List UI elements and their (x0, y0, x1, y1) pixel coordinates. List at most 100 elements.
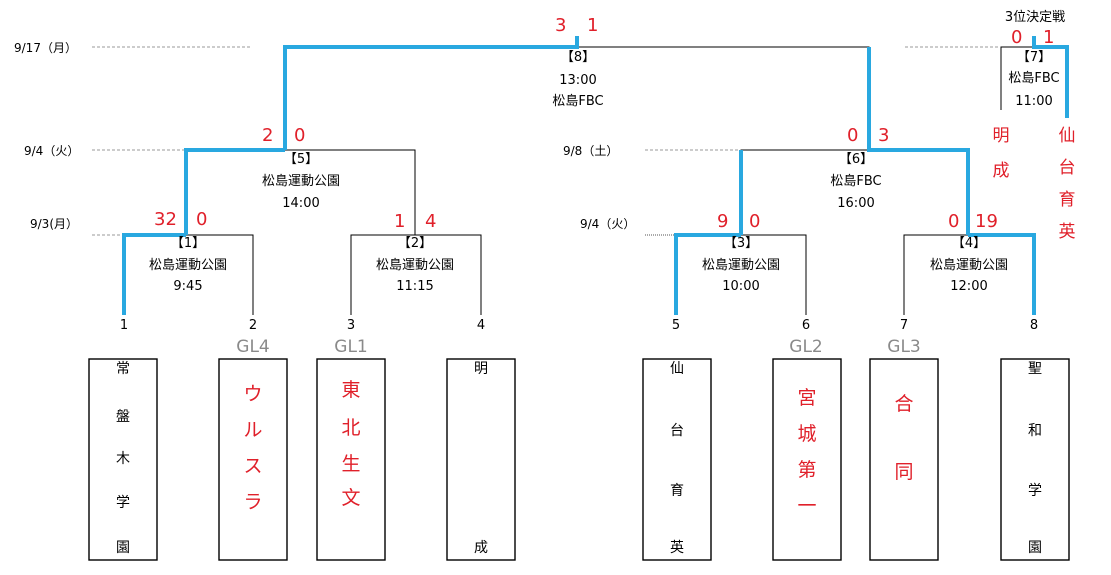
m4-score-b: 19 (975, 211, 998, 232)
date-label-0903: 9/3(月） (30, 217, 78, 231)
m7-venue: 松島FBC (1008, 71, 1060, 86)
team-char: 第 (797, 459, 817, 481)
slot-number-3: 3 (346, 318, 356, 333)
winner-path-m3 (674, 233, 741, 315)
slot-number-7: 7 (899, 318, 909, 333)
m3-score-a: 9 (717, 211, 729, 232)
third-right-char: 育 (1058, 190, 1076, 210)
slot-number-1: 1 (119, 318, 129, 333)
team-char: 一 (797, 495, 817, 517)
m2-score-b: 4 (425, 211, 437, 232)
team-char: ス (243, 455, 263, 477)
third-left-char: 明 (992, 126, 1010, 146)
m6-score-a: 0 (847, 125, 859, 146)
team-char: 常 (116, 361, 130, 377)
team-char: 北 (341, 417, 361, 439)
team-char: 仙 (670, 361, 684, 377)
team-char: 学 (1028, 483, 1042, 499)
team-char: ウ (243, 383, 263, 405)
team-char: 生 (341, 453, 361, 475)
m3-time: 10:00 (722, 279, 760, 294)
m1-time: 9:45 (173, 279, 203, 294)
team-char: 木 (116, 451, 130, 467)
m8-venue: 松島FBC (552, 94, 604, 109)
team-char: 城 (797, 423, 817, 445)
team-box-slot2: ウ ル ス ラ (219, 359, 287, 560)
team-char: ラ (243, 491, 263, 513)
m4-score-a: 0 (948, 211, 960, 232)
team-char: 和 (1028, 423, 1042, 439)
team-char: 成 (474, 540, 488, 556)
third-right-char: 仙 (1058, 126, 1076, 146)
m5-score-a: 2 (262, 125, 274, 146)
team-char: 合 (894, 393, 914, 415)
m8-time: 13:00 (559, 73, 597, 88)
winner-path-m6b (867, 47, 970, 235)
slot-number-5: 5 (671, 318, 681, 333)
m7-time: 11:00 (1015, 94, 1053, 109)
group-label-slot3: GL1 (334, 337, 368, 357)
team-char: 学 (116, 495, 130, 511)
group-label-slot6: GL2 (789, 337, 823, 357)
m7-score-a: 0 (1011, 27, 1023, 48)
team-box-slot1: 常 盤 木 学 園 (89, 359, 157, 560)
m7-score-b: 1 (1043, 27, 1055, 48)
m3-number: 【3】 (723, 236, 759, 251)
group-label-slot7: GL3 (887, 337, 921, 357)
third-right-char: 台 (1058, 158, 1076, 178)
m5-number: 【5】 (283, 152, 319, 167)
m8-score-b: 1 (587, 15, 599, 36)
m3-venue: 松島運動公園 (701, 258, 781, 273)
m4-time: 12:00 (950, 279, 988, 294)
m3-score-b: 0 (749, 211, 761, 232)
m4-venue: 松島運動公園 (929, 258, 1009, 273)
team-char: 東 (341, 379, 361, 401)
third-place-team-right: 仙 台 育 英 (1057, 126, 1077, 242)
m1-venue: 松島運動公園 (148, 258, 228, 273)
team-box-slot7: 合 同 (870, 359, 938, 560)
m2-time: 11:15 (396, 279, 434, 294)
team-char: 盤 (116, 409, 130, 425)
m1-number: 【1】 (170, 236, 206, 251)
m6-number: 【6】 (838, 152, 874, 167)
m2-venue: 松島運動公園 (375, 258, 455, 273)
m5-time: 14:00 (282, 196, 320, 211)
team-char: 文 (341, 487, 361, 509)
winner-path-m5 (184, 148, 285, 235)
third-place-team-left: 明 成 (991, 126, 1011, 181)
team-char: 英 (670, 540, 684, 556)
slot-number-8: 8 (1029, 318, 1039, 333)
m6-time: 16:00 (837, 196, 875, 211)
team-box-slot6: 宮 城 第 一 (773, 359, 841, 560)
m8-number: 【8】 (560, 50, 596, 65)
m6-score-b: 3 (878, 125, 890, 146)
team-char: 宮 (797, 387, 817, 409)
slot-number-4: 4 (476, 318, 486, 333)
winner-path-m4 (968, 233, 1036, 315)
m1-score-a: 32 (154, 209, 177, 230)
winner-path-m7 (1032, 36, 1069, 118)
m2-score-a: 1 (394, 211, 406, 232)
date-label-0904a: 9/4（火） (24, 144, 80, 158)
m2-line (350, 234, 482, 315)
group-label-slot2: GL4 (236, 337, 270, 357)
m5-venue: 松島運動公園 (261, 174, 341, 189)
date-label-0917: 9/17（月） (14, 41, 77, 55)
team-char: 明 (474, 361, 488, 377)
winner-path-m1 (122, 233, 186, 315)
team-char: 園 (116, 540, 130, 556)
team-box-slot4: 明 成 (447, 359, 515, 560)
date-label-0908: 9/8（土） (563, 144, 619, 158)
winner-path-m8 (283, 36, 579, 150)
third-place-label: 3位決定戦 (1004, 10, 1066, 25)
m8-score-a: 3 (555, 15, 567, 36)
team-box-slot5: 仙 台 育 英 (643, 359, 711, 560)
team-char: 台 (670, 423, 684, 439)
team-char: 育 (670, 483, 684, 499)
m7-number: 【7】 (1016, 50, 1052, 65)
third-right-char: 英 (1058, 222, 1076, 242)
team-box-slot3: 東 北 生 文 (317, 359, 385, 560)
team-char: ル (243, 419, 263, 441)
third-left-char: 成 (992, 161, 1010, 181)
m2-number: 【2】 (397, 236, 433, 251)
